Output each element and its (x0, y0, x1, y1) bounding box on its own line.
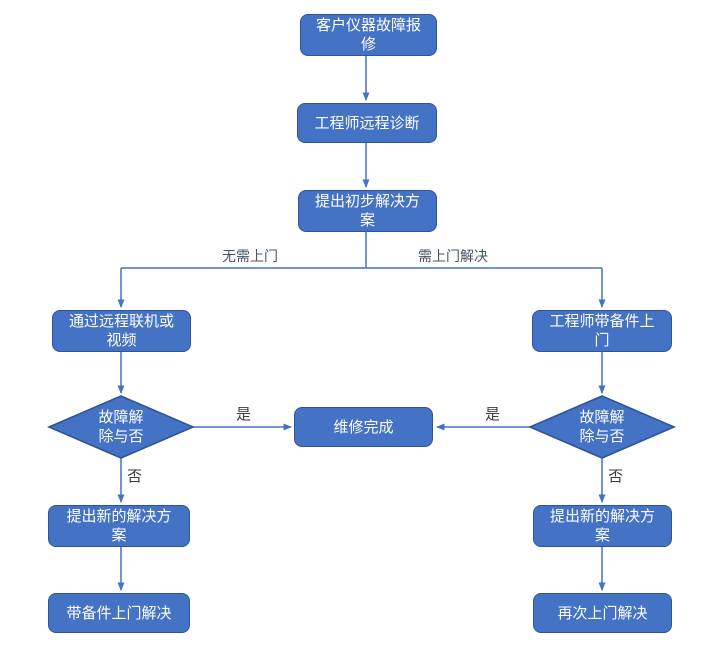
decision-diamond-left-shape (46, 395, 196, 459)
edge-label-yes-right: 是 (485, 406, 501, 423)
edge-label-no-visit-needed: 无需上门 (222, 248, 278, 264)
node-engineer-onsite-with-parts: 工程师带备件上门 (532, 310, 672, 352)
decision-fault-resolved-left: 故障解除与否 (98, 409, 144, 445)
decision-diamond-right-shape (527, 395, 677, 459)
node-label: 工程师远程诊断 (314, 114, 420, 132)
node-label: 提出新的解决方案 (66, 508, 172, 544)
node-label: 通过远程联机或视频 (68, 313, 174, 349)
node-label: 提出初步解决方案 (314, 193, 420, 229)
node-label: 带备件上门解决 (66, 604, 172, 622)
node-label: 再次上门解决 (557, 604, 648, 622)
node-initial-solution: 提出初步解决方案 (298, 190, 437, 232)
edge-label-no-left: 否 (127, 468, 143, 485)
node-new-solution-left: 提出新的解决方案 (48, 505, 190, 547)
edge-label-visit-needed: 需上门解决 (418, 248, 488, 264)
node-onsite-again-solve: 再次上门解决 (533, 593, 672, 633)
node-repair-done: 维修完成 (294, 407, 433, 447)
decision-fault-resolved-right: 故障解除与否 (579, 409, 625, 445)
node-engineer-remote-diagnosis: 工程师远程诊断 (297, 103, 437, 143)
node-label: 客户仪器故障报修 (315, 17, 421, 53)
node-new-solution-right: 提出新的解决方案 (533, 505, 672, 547)
node-remote-session-or-video: 通过远程联机或视频 (52, 310, 191, 352)
node-label: 维修完成 (333, 418, 394, 436)
node-label: 提出新的解决方案 (549, 508, 655, 544)
node-customer-fault-report: 客户仪器故障报修 (300, 14, 437, 56)
node-bring-parts-onsite-solve: 带备件上门解决 (48, 593, 190, 633)
node-label: 工程师带备件上门 (549, 313, 655, 349)
edge-label-no-right: 否 (608, 468, 624, 485)
edge-label-yes-left: 是 (236, 406, 252, 423)
